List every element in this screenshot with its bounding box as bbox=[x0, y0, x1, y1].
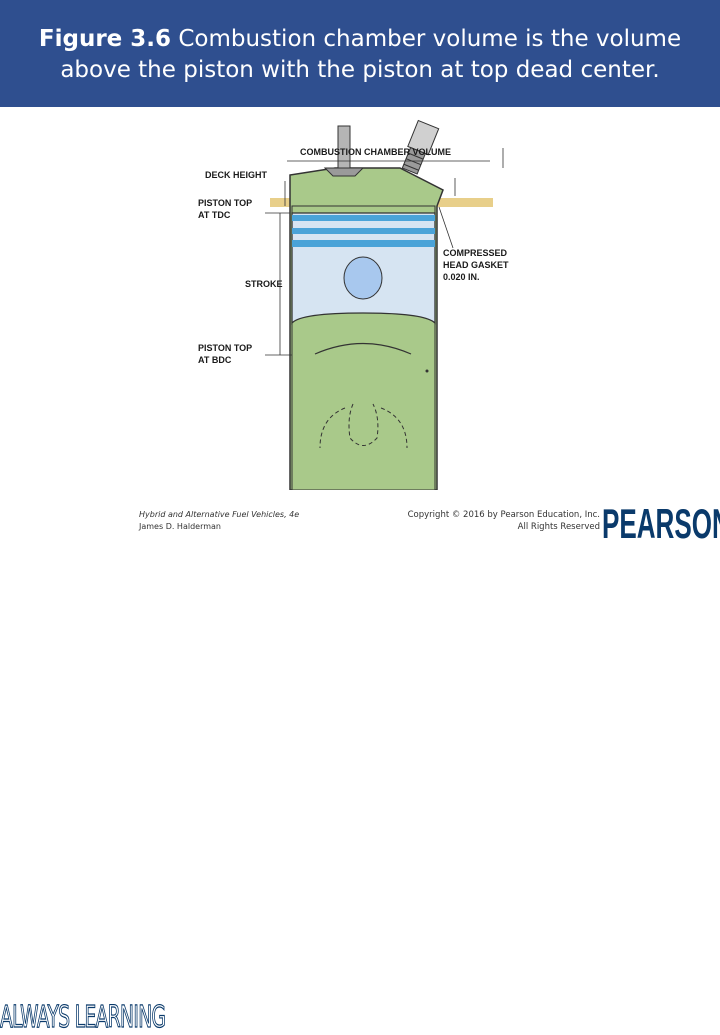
deck-gasket-left bbox=[270, 198, 292, 207]
label-stroke: STROKE bbox=[245, 279, 283, 289]
copyright-line-2: All Rights Reserved bbox=[517, 522, 600, 532]
gasket-leader bbox=[438, 206, 454, 249]
wrist-pin bbox=[343, 256, 383, 300]
label-compressed-1: COMPRESSED bbox=[443, 248, 508, 258]
piston-ring-2 bbox=[292, 228, 435, 234]
label-piston-top-bdc-1: PISTON TOP bbox=[198, 343, 252, 353]
figure-caption: Combustion chamber volume is the volume … bbox=[60, 26, 682, 83]
crank-outline bbox=[348, 403, 379, 446]
label-combustion-chamber-volume: COMBUSTION CHAMBER VOLUME bbox=[300, 147, 451, 157]
crank-dot bbox=[425, 369, 429, 373]
copyright-line-1: Copyright © 2016 by Pearson Education, I… bbox=[407, 510, 600, 520]
title-bar: Figure 3.6 Combustion chamber volume is … bbox=[0, 0, 720, 107]
pearson-wordmark: PEARSON bbox=[602, 500, 720, 547]
slide-title: Figure 3.6 Combustion chamber volume is … bbox=[10, 24, 710, 86]
pearson-logo: PEARSON bbox=[600, 500, 720, 547]
book-author: James D. Halderman bbox=[139, 522, 221, 531]
label-piston-top-tdc-2: AT TDC bbox=[198, 210, 231, 220]
label-deck-height: DECK HEIGHT bbox=[205, 170, 268, 180]
deck-gasket-right bbox=[433, 198, 493, 207]
book-title: Hybrid and Alternative Fuel Vehicles, 4e bbox=[139, 510, 300, 519]
label-compressed-2: HEAD GASKET bbox=[443, 260, 509, 270]
copyright: Copyright © 2016 by Pearson Education, I… bbox=[408, 509, 600, 533]
piston-ring-3 bbox=[292, 240, 435, 247]
connecting-rod bbox=[314, 342, 412, 355]
label-compressed-3: 0.020 IN. bbox=[443, 272, 480, 282]
valve-head bbox=[323, 167, 365, 177]
book-info: Hybrid and Alternative Fuel Vehicles, 4e… bbox=[139, 509, 299, 533]
always-learning-logo: ALWAYS LEARNING bbox=[0, 999, 166, 1035]
label-piston-top-tdc-1: PISTON TOP bbox=[198, 198, 252, 208]
piston-ring-1 bbox=[292, 215, 435, 221]
combustion-chamber-diagram: COMBUSTION CHAMBER VOLUME DECK HEIGHT PI… bbox=[198, 119, 509, 490]
figure-label: Figure 3.6 bbox=[38, 26, 172, 52]
label-piston-top-bdc-2: AT BDC bbox=[198, 355, 232, 365]
crank-path bbox=[319, 407, 408, 449]
